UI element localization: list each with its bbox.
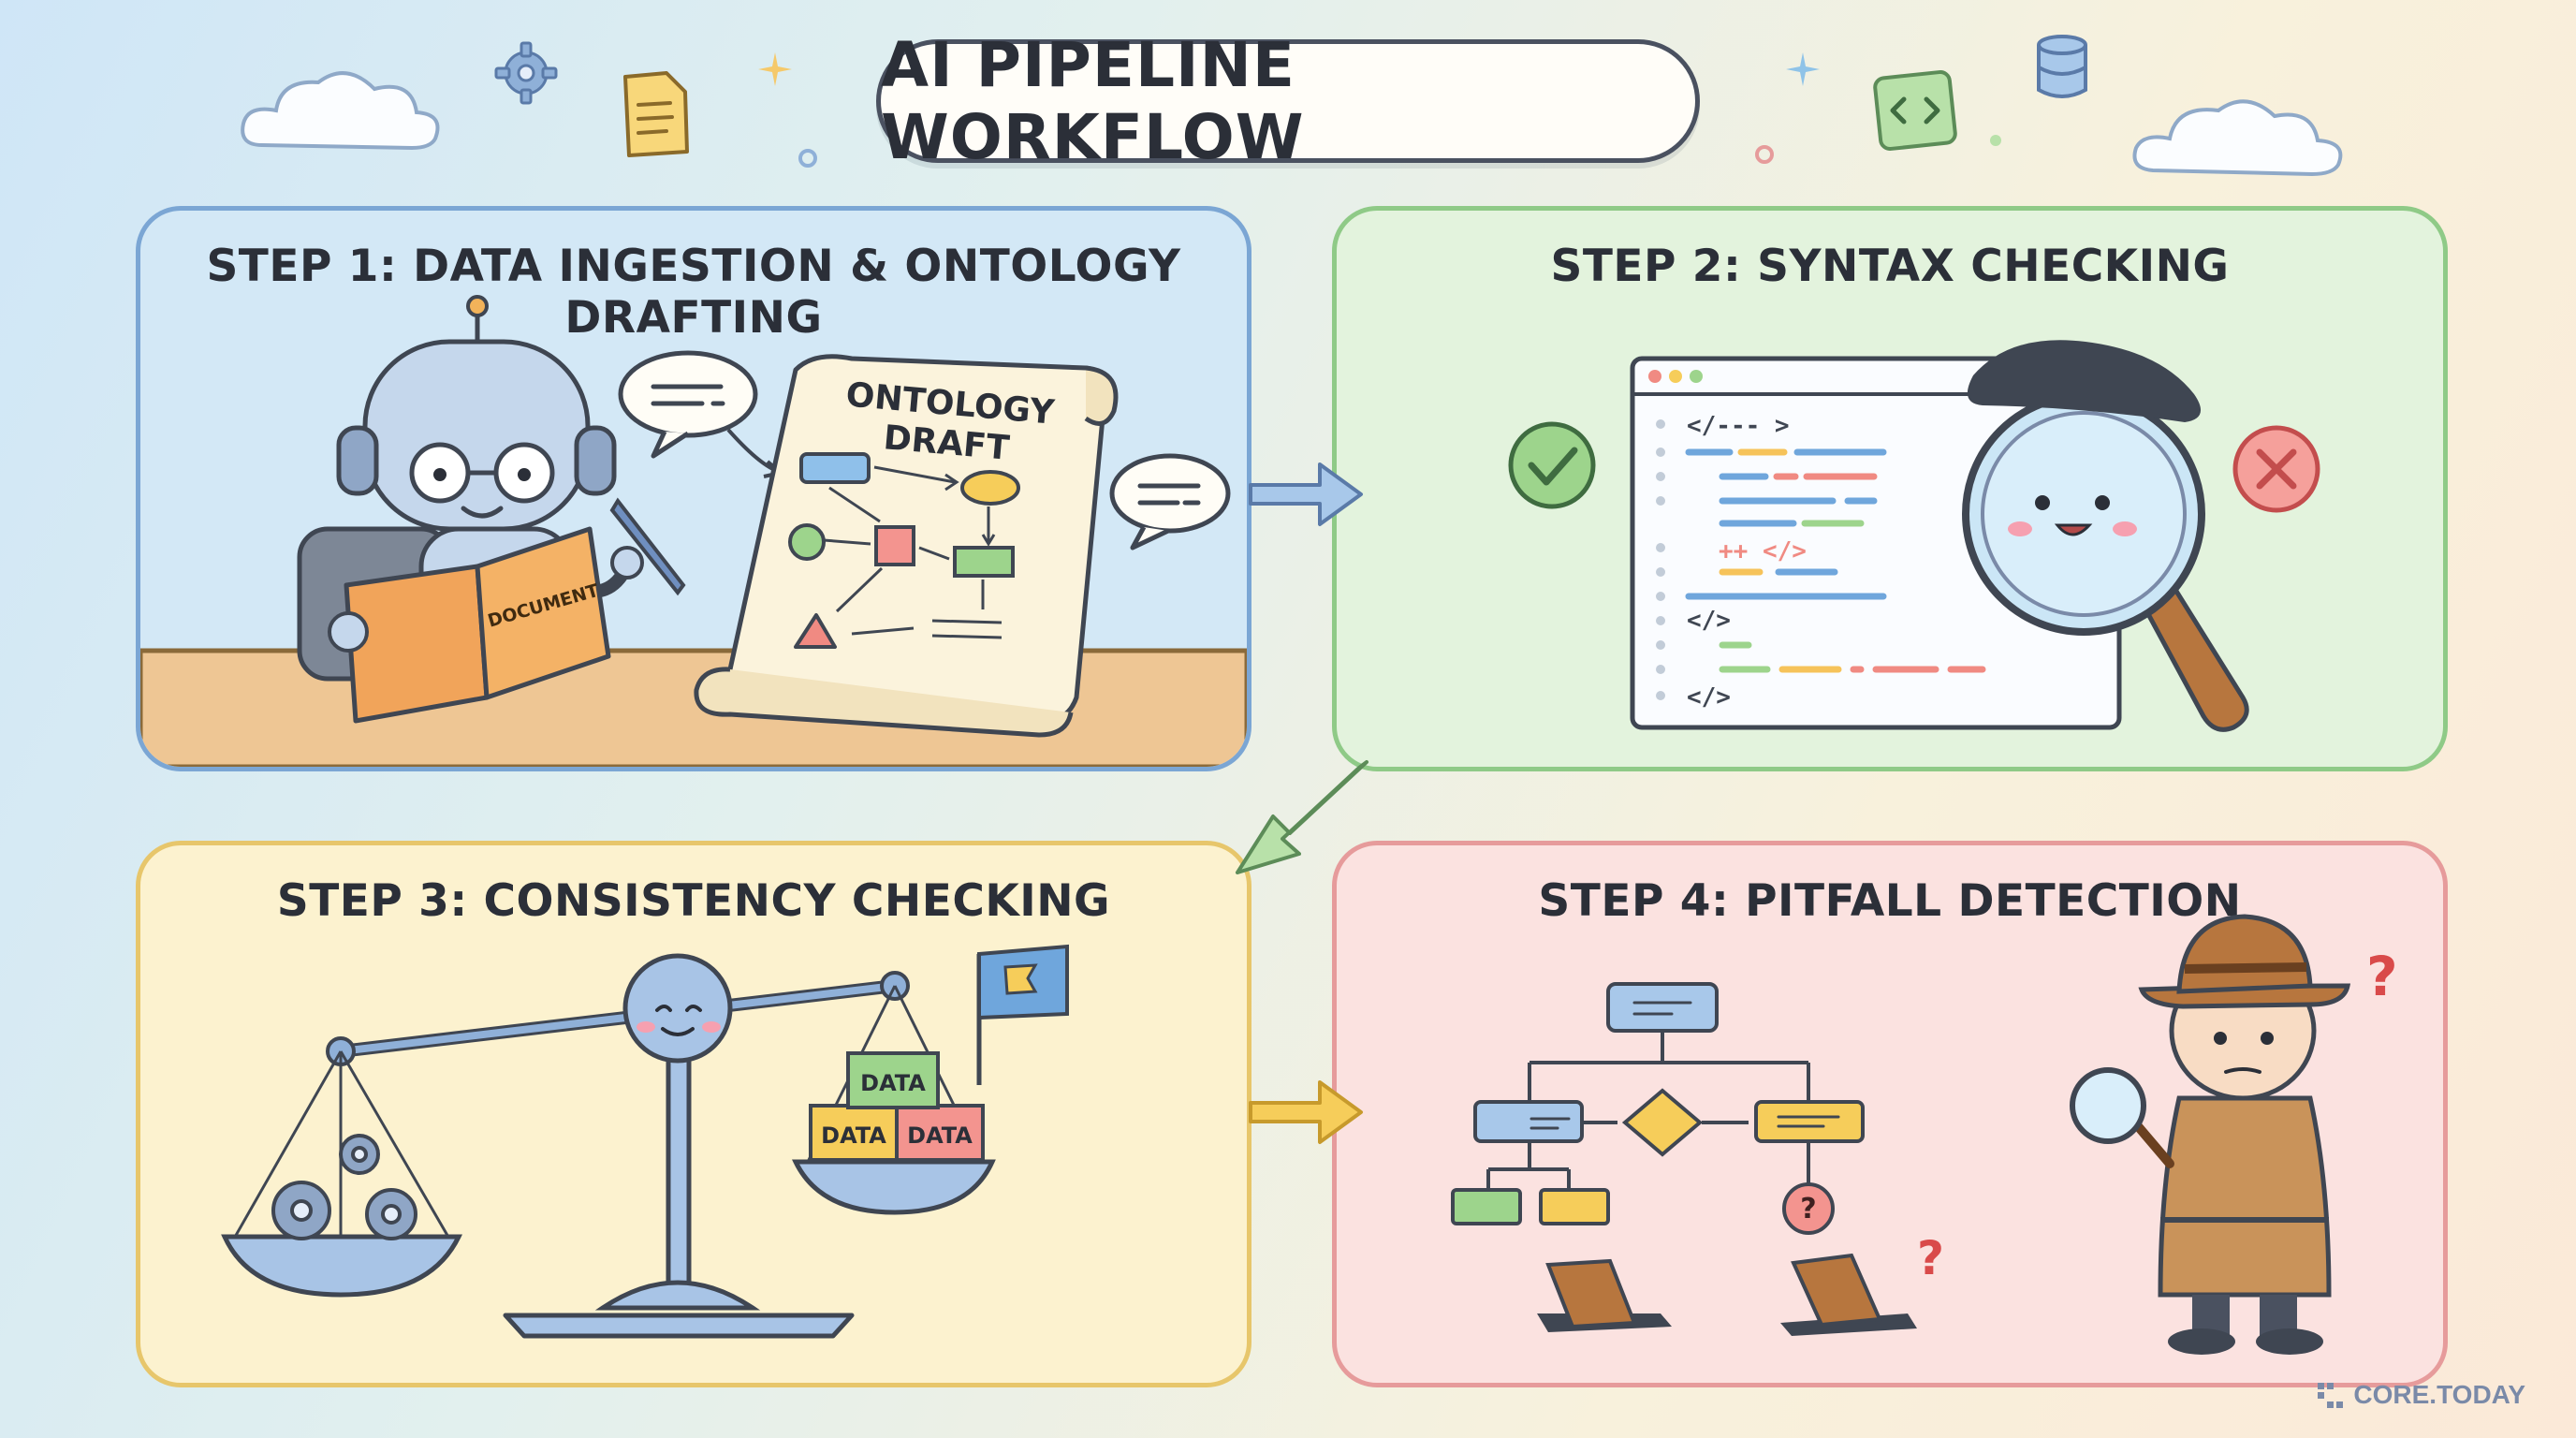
question-mark-icon: ? <box>1917 1231 1944 1285</box>
step-2-title: STEP 2: SYNTAX CHECKING <box>1550 241 2230 292</box>
cloud-right-icon <box>2132 99 2343 177</box>
flag-icon <box>976 944 1069 1085</box>
speech-bubble-icon <box>1109 453 1231 550</box>
arrow-step3-to-step4 <box>1249 1080 1363 1144</box>
step-4-panel: STEP 4: PITFALL DETECTION <box>1332 841 2448 1387</box>
code-line-1: </--- > <box>1687 412 1790 440</box>
dot-icon <box>1990 135 2001 146</box>
brand-watermark: CORE.TODAY <box>2316 1380 2525 1410</box>
document-icon <box>623 71 689 157</box>
flowchart-icon <box>1451 982 1865 1235</box>
balance-scale-icon: DATA DATA DATA <box>221 953 996 1339</box>
page-title-pill: AI PIPELINE WORKFLOW <box>876 29 1700 173</box>
step-4-illustration: ? ? ? <box>1451 914 2398 1355</box>
code-line-3: </> <box>1687 607 1731 635</box>
document-book-icon: DOCUMENT <box>328 526 611 724</box>
brand-text: CORE.TODAY <box>2353 1380 2525 1409</box>
question-mark: ? <box>1800 1193 1816 1225</box>
pitfall-hole-icon <box>1780 1253 1917 1336</box>
error-x-icon <box>2232 425 2320 513</box>
step-3-title: STEP 3: CONSISTENCY CHECKING <box>276 875 1111 927</box>
arrow-step1-to-step2 <box>1249 462 1363 526</box>
detective-icon <box>2070 914 2351 1355</box>
question-mark-icon: ? <box>2366 945 2398 1008</box>
data-box-label: DATA <box>821 1123 886 1149</box>
sparkle-icon <box>758 52 792 86</box>
data-box-label: DATA <box>907 1123 973 1149</box>
pitfall-hole-icon <box>1537 1258 1672 1332</box>
step-3-illustration: DATA DATA DATA <box>221 944 1069 1339</box>
step-1-illustration: ONTOLOGY DRAFT DOCUMENT <box>140 295 1247 767</box>
code-line-4: </> <box>1687 683 1731 712</box>
data-box-label: DATA <box>860 1070 926 1096</box>
page-title: AI PIPELINE WORKFLOW <box>881 29 1305 173</box>
step-1-panel: STEP 1: DATA INGESTION & ONTOLOGY DRAFTI… <box>136 206 1251 771</box>
ontology-scroll-icon: ONTOLOGY DRAFT <box>694 354 1119 738</box>
check-icon <box>1508 421 1596 509</box>
database-icon <box>2037 35 2087 98</box>
code-line-2: ++ </> <box>1719 537 1807 565</box>
dot-icon <box>798 149 817 168</box>
arrow-step2-to-step3 <box>1236 760 1368 874</box>
step-1-title: STEP 1: DATA INGESTION & ONTOLOGY DRAFTI… <box>206 241 1181 344</box>
brand-logo-icon <box>2318 1383 2344 1408</box>
dot-icon <box>1755 145 1774 164</box>
step-4-title: STEP 4: PITFALL DETECTION <box>1538 875 2242 927</box>
sparkle-icon <box>1786 52 1820 86</box>
cloud-left-icon <box>241 71 440 151</box>
code-tag-icon <box>1873 70 1957 151</box>
gear-icon <box>494 41 558 105</box>
step-3-panel: STEP 3: CONSISTENCY CHECKING <box>136 841 1251 1387</box>
step-2-panel: STEP 2: SYNTAX CHECKING </--- > <box>1332 206 2448 771</box>
magnifier-mascot-icon <box>1962 340 2249 732</box>
step-2-illustration: </--- > ++ </> </> </> <box>1508 340 2320 732</box>
speech-bubble-icon <box>618 350 758 459</box>
